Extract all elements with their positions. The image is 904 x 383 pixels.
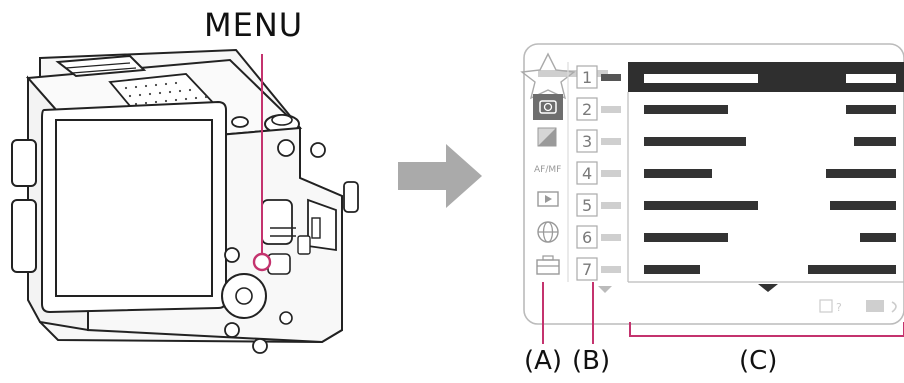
help-icon xyxy=(819,299,833,313)
page-number-4: 4 xyxy=(582,164,592,183)
page-number-5: 5 xyxy=(582,196,592,215)
top-button-2 xyxy=(231,116,249,128)
callout-b-label: (B) xyxy=(572,346,611,376)
menu-screen-frame xyxy=(523,43,904,325)
playback-icon xyxy=(537,191,559,207)
page-number-1: 1 xyxy=(582,68,592,87)
callout-a-label: (A) xyxy=(524,346,563,376)
playback-button xyxy=(224,322,240,338)
menu-screen: AF/MF 1 2 3 4 5 xyxy=(520,43,904,325)
fn-button xyxy=(224,247,240,263)
page-number-2: 2 xyxy=(582,100,592,119)
menu-item-bar-6[interactable] xyxy=(644,233,728,242)
lcd-screen xyxy=(55,119,213,297)
category-column: AF/MF xyxy=(520,52,576,275)
menu-item-bar-5[interactable] xyxy=(644,201,758,210)
camera-icon xyxy=(539,100,557,114)
page-number-7: 7 xyxy=(582,260,592,279)
menu-item-bar-2[interactable] xyxy=(644,105,728,114)
camera-icon-tile xyxy=(533,94,563,120)
menu-item-bar-3[interactable] xyxy=(644,137,746,146)
page-number-3: 3 xyxy=(582,132,592,151)
right-arrow-icon xyxy=(398,144,482,208)
more-items-icon xyxy=(758,284,778,292)
menu-item-bar-7[interactable] xyxy=(644,265,700,274)
page-column: 1 2 3 4 5 6 7 xyxy=(576,65,621,293)
scroll-down-icon xyxy=(598,286,612,293)
callout-c-label: (C) xyxy=(739,346,778,376)
menu-button[interactable] xyxy=(252,252,272,272)
page-number-6: 6 xyxy=(582,228,592,247)
callout-c-bracket xyxy=(629,322,904,337)
back-button-icon xyxy=(866,300,884,312)
menu-item-list xyxy=(627,62,904,292)
delete-button xyxy=(252,338,268,354)
focus-icon: AF/MF xyxy=(534,165,561,175)
hot-shoe xyxy=(55,54,147,78)
menu-item-bar-4[interactable] xyxy=(644,169,712,178)
menu-button-label: MENU xyxy=(204,6,304,44)
svg-text:?: ? xyxy=(836,301,842,314)
